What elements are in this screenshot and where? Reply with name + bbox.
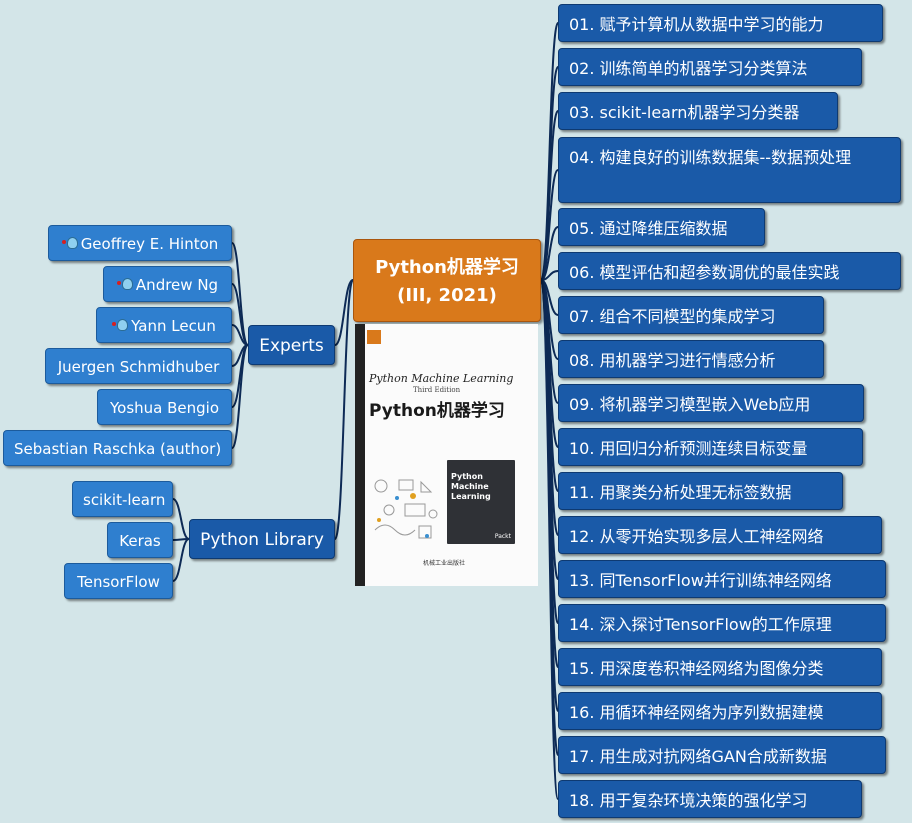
expert-label: Yann Lecun [131,317,216,335]
chapter-10[interactable]: 10. 用回归分析预测连续目标变量 [558,428,863,466]
cover-title-english: Python Machine Learning [369,372,514,385]
cover-edition: Third Edition [413,386,461,394]
branch-experts[interactable]: Experts [248,325,335,365]
library-connector [334,279,354,540]
chapter-connector [540,226,559,281]
chapter-label: 07. 组合不同模型的集成学习 [569,307,776,326]
chapter-label: 10. 用回归分析预测连续目标变量 [569,439,808,458]
chapter-label: 02. 训练简单的机器学习分类算法 [569,59,808,78]
chapter-17[interactable]: 17. 用生成对抗网络GAN合成新数据 [558,736,886,774]
chapter-11[interactable]: 11. 用聚类分析处理无标签数据 [558,472,843,510]
expert-connector [231,242,249,346]
central-topic-title: Python机器学习 [375,257,519,278]
chapter-12[interactable]: 12. 从零开始实现多层人工神经网络 [558,516,882,554]
person-icon [61,237,78,250]
chapter-06[interactable]: 06. 模型评估和超参数调优的最佳实践 [558,252,901,290]
library-keras[interactable]: Keras [107,522,173,558]
library-item-connector [172,498,190,540]
chapter-label: 01. 赋予计算机从数据中学习的能力 [569,15,824,34]
expert-yoshua-bengio[interactable]: Yoshua Bengio [97,389,232,425]
library-tensorflow[interactable]: TensorFlow [64,563,173,599]
experts-connector [334,279,354,346]
chapter-09[interactable]: 09. 将机器学习模型嵌入Web应用 [558,384,864,422]
chapter-08[interactable]: 08. 用机器学习进行情感分析 [558,340,824,378]
expert-sebastian-raschka[interactable]: Sebastian Raschka (author) [3,430,232,466]
chapter-05[interactable]: 05. 通过降维压缩数据 [558,208,765,246]
expert-label: Geoffrey E. Hinton [80,235,219,253]
expert-label: Andrew Ng [135,276,219,294]
chapter-label: 13. 同TensorFlow并行训练神经网络 [569,571,832,590]
chapter-label: 18. 用于复杂环境决策的强化学习 [569,791,808,810]
chapter-label: 06. 模型评估和超参数调优的最佳实践 [569,263,840,282]
library-label: TensorFlow [77,573,160,591]
chapter-label: 09. 将机器学习模型嵌入Web应用 [569,395,811,414]
chapter-label: 11. 用聚类分析处理无标签数据 [569,483,792,502]
cover-publisher: 机械工业出版社 [423,560,466,567]
branch-python-library-label: Python Library [200,530,324,550]
central-topic-subtitle: (III, 2021) [397,285,497,306]
expert-juergen-schmidhuber[interactable]: Juergen Schmidhuber [45,348,232,384]
person-icon [112,319,129,332]
chapter-03[interactable]: 03. scikit-learn机器学习分类器 [558,92,838,130]
cover-book-thumbnail: Python Machine Learning Packt [447,460,515,544]
book-cover-image: Python Machine Learning Third Edition Py… [355,324,538,586]
cover-book-thumbnail-title: Python Machine Learning [451,472,491,501]
branch-experts-label: Experts [259,336,324,356]
person-icon [116,278,133,291]
branch-python-library[interactable]: Python Library [189,519,335,559]
chapter-01[interactable]: 01. 赋予计算机从数据中学习的能力 [558,4,883,42]
chapter-label: 05. 通过降维压缩数据 [569,219,728,238]
chapter-label: 17. 用生成对抗网络GAN合成新数据 [569,747,827,766]
chapter-13[interactable]: 13. 同TensorFlow并行训练神经网络 [558,560,886,598]
cover-spine-strip [355,324,365,586]
library-label: Keras [119,532,161,550]
expert-andrew-ng[interactable]: Andrew Ng [103,266,232,302]
cover-title-chinese: Python机器学习 [369,401,505,421]
expert-label: Yoshua Bengio [109,399,220,417]
library-label: scikit-learn [83,491,166,509]
chapter-18[interactable]: 18. 用于复杂环境决策的强化学习 [558,780,862,818]
chapter-label: 08. 用机器学习进行情感分析 [569,351,776,370]
expert-connector [231,344,249,449]
expert-label: Sebastian Raschka (author) [14,440,222,458]
cover-illustration [374,479,438,539]
expert-label: Juergen Schmidhuber [57,358,220,376]
library-scikit-learn[interactable]: scikit-learn [72,481,173,517]
chapter-connector [540,279,559,800]
chapter-label: 12. 从零开始实现多层人工神经网络 [569,527,824,546]
cover-book-thumbnail-badge: Packt [494,533,511,540]
library-item-connector [172,538,190,582]
central-topic[interactable]: Python机器学习 (III, 2021) [353,239,541,322]
cover-series-logo [367,330,381,344]
chapter-07[interactable]: 07. 组合不同模型的集成学习 [558,296,824,334]
expert-geoffrey-hinton[interactable]: Geoffrey E. Hinton [48,225,232,261]
chapter-14[interactable]: 14. 深入探讨TensorFlow的工作原理 [558,604,886,642]
chapter-label: 15. 用深度卷积神经网络为图像分类 [569,659,824,678]
chapter-label: 16. 用循环神经网络为序列数据建模 [569,703,824,722]
chapter-16[interactable]: 16. 用循环神经网络为序列数据建模 [558,692,882,730]
chapter-label: 03. scikit-learn机器学习分类器 [569,103,800,122]
chapter-04[interactable]: 04. 构建良好的训练数据集--数据预处理 [558,137,901,203]
chapter-02[interactable]: 02. 训练简单的机器学习分类算法 [558,48,862,86]
chapter-15[interactable]: 15. 用深度卷积神经网络为图像分类 [558,648,882,686]
chapter-label: 14. 深入探讨TensorFlow的工作原理 [569,615,832,634]
expert-yann-lecun[interactable]: Yann Lecun [96,307,232,343]
chapter-label: 04. 构建良好的训练数据集--数据预处理 [569,148,852,167]
